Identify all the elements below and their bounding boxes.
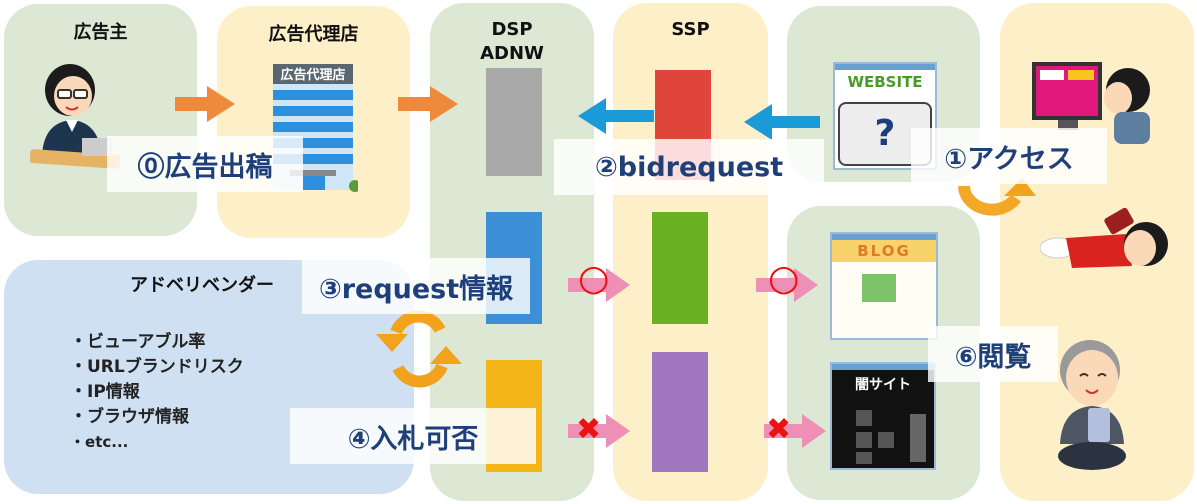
vendor-criteria-item: ビューアブル率: [70, 330, 244, 355]
arrow-website-to-ssp-icon: [744, 104, 820, 140]
agency-title: 広告代理店: [268, 24, 359, 45]
ssp-server-green-icon: [652, 212, 708, 324]
dsp-title-line1: DSP: [491, 19, 533, 40]
step-1-access-label: ①アクセス: [911, 128, 1107, 184]
vendor-criteria-item: IP情報: [70, 380, 244, 405]
dark-site-window: 闇サイト: [830, 362, 936, 470]
dsp-title-line2: ADNW: [480, 43, 544, 64]
website-logo: WEBSITE: [847, 73, 923, 91]
arrow-advertiser-to-agency-icon: [175, 86, 235, 122]
blocked-mark: ✖: [766, 412, 792, 447]
step-6-view-label: ⑥閲覧: [928, 326, 1058, 382]
arrow-blue-to-green-icon: [568, 268, 630, 302]
arrow-ssp-to-dsp-icon: [578, 98, 654, 134]
advertiser-title: 広告主: [73, 22, 128, 43]
blocked-mark: ✖: [576, 412, 602, 447]
dsp-server-gray-icon: [486, 68, 542, 176]
vendor-criteria-item: ブラウザ情報: [70, 405, 244, 430]
agency-building-sign: 広告代理店: [280, 67, 345, 83]
blog-window: BLOG: [830, 232, 938, 340]
step-0-ad-placement-label: ⓪広告出稿: [107, 136, 303, 192]
vendor-criteria-item: etc...: [70, 430, 244, 455]
dark-site-logo: 闇サイト: [855, 377, 911, 393]
ssp-server-purple-icon: [652, 352, 708, 472]
blog-logo: BLOG: [832, 240, 936, 262]
user-desktop-icon: [1032, 62, 1150, 144]
arrow-purple-to-dark-site-icon: [764, 414, 826, 448]
advertiser-panel: 広告主: [4, 4, 197, 236]
advertiser-person-icon: [30, 64, 120, 169]
arrow-green-to-blog-icon: [756, 268, 818, 302]
cycle-access-icon: [958, 178, 1036, 216]
vendor-title: アドベリベンダー: [130, 275, 274, 296]
arrow-yellow-to-purple-icon: [568, 414, 630, 448]
allowed-mark: ○: [578, 258, 610, 299]
allowed-mark: ○: [768, 258, 800, 299]
agency-building-icon: 広告代理店: [273, 64, 358, 192]
vendor-criteria-item: URLブランドリスク: [70, 355, 244, 380]
vendor-criteria-list: ビューアブル率 URLブランドリスク IP情報 ブラウザ情報 etc...: [70, 330, 244, 455]
arrow-agency-to-dsp-icon: [398, 86, 458, 122]
cycle-vendor-dsp-icon: [376, 310, 462, 388]
ssp-title: SSP: [671, 19, 710, 40]
step-2-bidrequest-label: ②bidrequest: [554, 139, 824, 195]
step-3-request-info-label: ③request情報: [302, 258, 530, 314]
user-elderly-tablet-icon: [1058, 340, 1126, 470]
step-4-bid-decision-label: ④入札可否: [290, 408, 536, 464]
user-lying-phone-icon: [1039, 208, 1168, 268]
